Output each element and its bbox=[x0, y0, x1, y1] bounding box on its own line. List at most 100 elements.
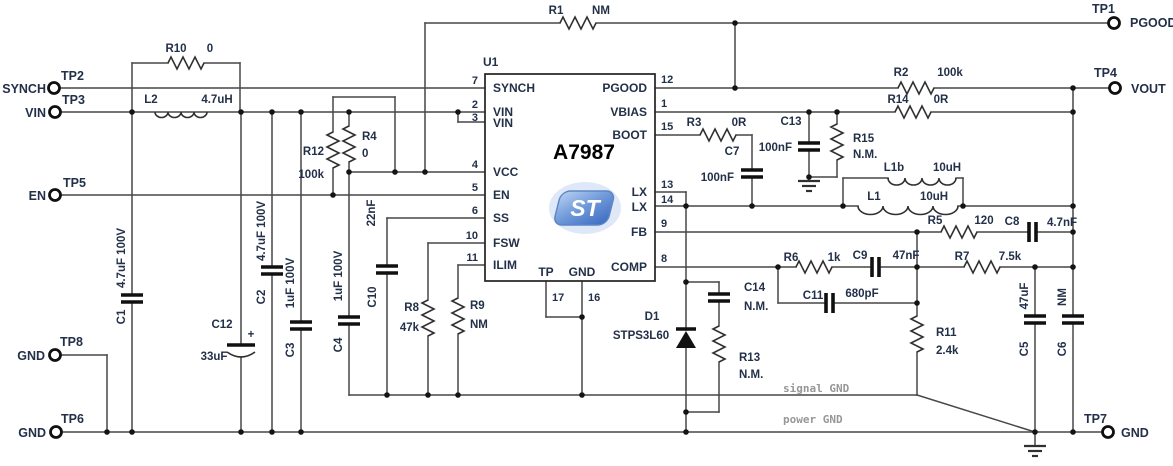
capacitor-C12: C12 33uF + bbox=[201, 319, 256, 363]
svg-text:VCC: VCC bbox=[493, 165, 519, 179]
capacitor-C7: C7 100nF bbox=[701, 146, 763, 184]
svg-text:33uF: 33uF bbox=[201, 351, 228, 363]
capacitor-C1: 4.7uF 100V C1 bbox=[116, 228, 143, 324]
signal-gnd-label: signal GND bbox=[783, 382, 850, 395]
svg-text:1uF 100V: 1uF 100V bbox=[285, 257, 297, 308]
resistor-R14: R14 0R bbox=[887, 94, 949, 120]
resistor-R3: R3 0R bbox=[687, 117, 747, 143]
resistor-R7: R7 7.5k bbox=[955, 251, 1022, 275]
svg-text:4.7uF 100V: 4.7uF 100V bbox=[256, 201, 268, 261]
svg-text:47nF: 47nF bbox=[893, 250, 920, 262]
svg-text:TP2: TP2 bbox=[61, 69, 84, 83]
svg-text:C13: C13 bbox=[780, 116, 801, 128]
svg-text:EN: EN bbox=[493, 188, 510, 202]
svg-text:47uF: 47uF bbox=[1019, 283, 1031, 310]
svg-text:C8: C8 bbox=[1005, 216, 1020, 228]
inductor-L1: L1 10uH bbox=[857, 191, 959, 216]
svg-text:COMP: COMP bbox=[611, 260, 647, 274]
svg-text:100k: 100k bbox=[298, 169, 324, 181]
svg-text:R6: R6 bbox=[784, 252, 799, 264]
resistor-R11: R11 2.4k bbox=[909, 315, 959, 357]
svg-text:4.7uF 100V: 4.7uF 100V bbox=[116, 228, 128, 288]
testpoint-TP1: TP1 PGOOD bbox=[1092, 2, 1173, 30]
svg-text:R10: R10 bbox=[165, 43, 186, 55]
svg-text:C2: C2 bbox=[256, 290, 268, 305]
capacitor-C14: C14 N.M. bbox=[708, 282, 768, 313]
svg-text:TP5: TP5 bbox=[63, 176, 86, 190]
testpoint-TP3: TP3 VIN bbox=[25, 93, 85, 120]
svg-text:PGOOD: PGOOD bbox=[1130, 16, 1173, 30]
resistor-R10: R10 0 bbox=[165, 43, 213, 71]
resistor-R13: R13 N.M. bbox=[711, 325, 763, 381]
svg-text:+: + bbox=[248, 329, 255, 341]
resistor-R5: R5 120 bbox=[928, 215, 994, 240]
svg-text:10uH: 10uH bbox=[933, 162, 961, 174]
svg-text:C4: C4 bbox=[333, 337, 345, 352]
svg-text:16: 16 bbox=[588, 292, 600, 304]
capacitor-C4: 1uF 100V C4 bbox=[333, 250, 360, 352]
svg-text:SYNCH: SYNCH bbox=[2, 82, 46, 96]
svg-text:R3: R3 bbox=[687, 117, 702, 129]
inductor-L1b: L1b 10uH bbox=[884, 162, 961, 186]
svg-text:0R: 0R bbox=[934, 94, 949, 106]
svg-text:N.M.: N.M. bbox=[744, 301, 768, 313]
svg-text:C11: C11 bbox=[803, 290, 824, 302]
testpoint-TP2: TP2 SYNCH bbox=[2, 69, 84, 96]
svg-text:NM: NM bbox=[1057, 288, 1069, 306]
capacitor-C6: NM C6 bbox=[1057, 288, 1084, 356]
testpoint-TP6: TP6 GND bbox=[18, 412, 84, 440]
resistor-R6: R6 1k bbox=[784, 252, 841, 275]
svg-text:D1: D1 bbox=[645, 311, 660, 323]
svg-text:GND: GND bbox=[17, 349, 45, 363]
svg-text:15: 15 bbox=[661, 121, 673, 133]
svg-text:C7: C7 bbox=[725, 146, 740, 158]
capacitor-C5: 47uF C5 bbox=[1019, 283, 1046, 356]
svg-text:GND: GND bbox=[1121, 426, 1149, 440]
svg-text:C6: C6 bbox=[1057, 342, 1069, 357]
svg-text:VOUT: VOUT bbox=[1131, 82, 1166, 96]
testpoint-TP5: TP5 EN bbox=[29, 176, 86, 203]
svg-text:2.4k: 2.4k bbox=[936, 345, 959, 357]
svg-text:7.5k: 7.5k bbox=[999, 251, 1022, 263]
svg-text:4.7nF: 4.7nF bbox=[1047, 217, 1077, 229]
svg-text:SS: SS bbox=[493, 211, 509, 225]
svg-text:NM: NM bbox=[592, 5, 610, 17]
capacitor-C13: C13 100nF bbox=[759, 116, 820, 154]
svg-text:VIN: VIN bbox=[493, 105, 513, 119]
svg-text:GND: GND bbox=[18, 426, 46, 440]
ic-u1: U1 A7987 ST SYNCH VIN VIN VCC EN SS FSW … bbox=[466, 55, 674, 304]
svg-text:N.M.: N.M. bbox=[739, 369, 763, 381]
st-logo: ST bbox=[549, 182, 621, 234]
ic-part-number: A7987 bbox=[553, 141, 615, 164]
diode-D1: D1 STPS3L60 bbox=[613, 311, 696, 348]
svg-text:R15: R15 bbox=[853, 133, 875, 145]
svg-text:12: 12 bbox=[661, 74, 673, 86]
svg-text:R5: R5 bbox=[928, 215, 943, 227]
svg-text:680pF: 680pF bbox=[845, 288, 878, 300]
svg-text:EN: EN bbox=[29, 189, 46, 203]
svg-text:100nF: 100nF bbox=[759, 142, 792, 154]
svg-text:LX: LX bbox=[632, 185, 647, 199]
capacitor-C10: 22nF C10 bbox=[366, 200, 398, 308]
svg-text:1uF 100V: 1uF 100V bbox=[333, 250, 345, 301]
svg-text:TP7: TP7 bbox=[1084, 412, 1107, 426]
svg-text:TP4: TP4 bbox=[1094, 66, 1117, 80]
svg-text:R1: R1 bbox=[549, 5, 564, 17]
svg-text:100k: 100k bbox=[937, 67, 963, 79]
svg-text:2: 2 bbox=[472, 99, 478, 111]
svg-text:L1: L1 bbox=[867, 191, 881, 203]
svg-text:22nF: 22nF bbox=[366, 200, 378, 227]
svg-text:FSW: FSW bbox=[493, 236, 520, 250]
svg-text:GND: GND bbox=[569, 265, 596, 279]
power-gnd-label: power GND bbox=[783, 413, 843, 426]
svg-text:8: 8 bbox=[661, 253, 667, 265]
testpoint-pad bbox=[49, 425, 63, 439]
earth-ground-icon bbox=[1024, 444, 1046, 458]
resistor-R1: R1 NM bbox=[549, 5, 610, 31]
svg-text:17: 17 bbox=[552, 292, 564, 304]
svg-text:L2: L2 bbox=[144, 94, 157, 106]
testpoint-TP7: TP7 GND bbox=[1084, 412, 1149, 440]
svg-text:SYNCH: SYNCH bbox=[493, 81, 535, 95]
svg-text:R2: R2 bbox=[894, 67, 909, 79]
